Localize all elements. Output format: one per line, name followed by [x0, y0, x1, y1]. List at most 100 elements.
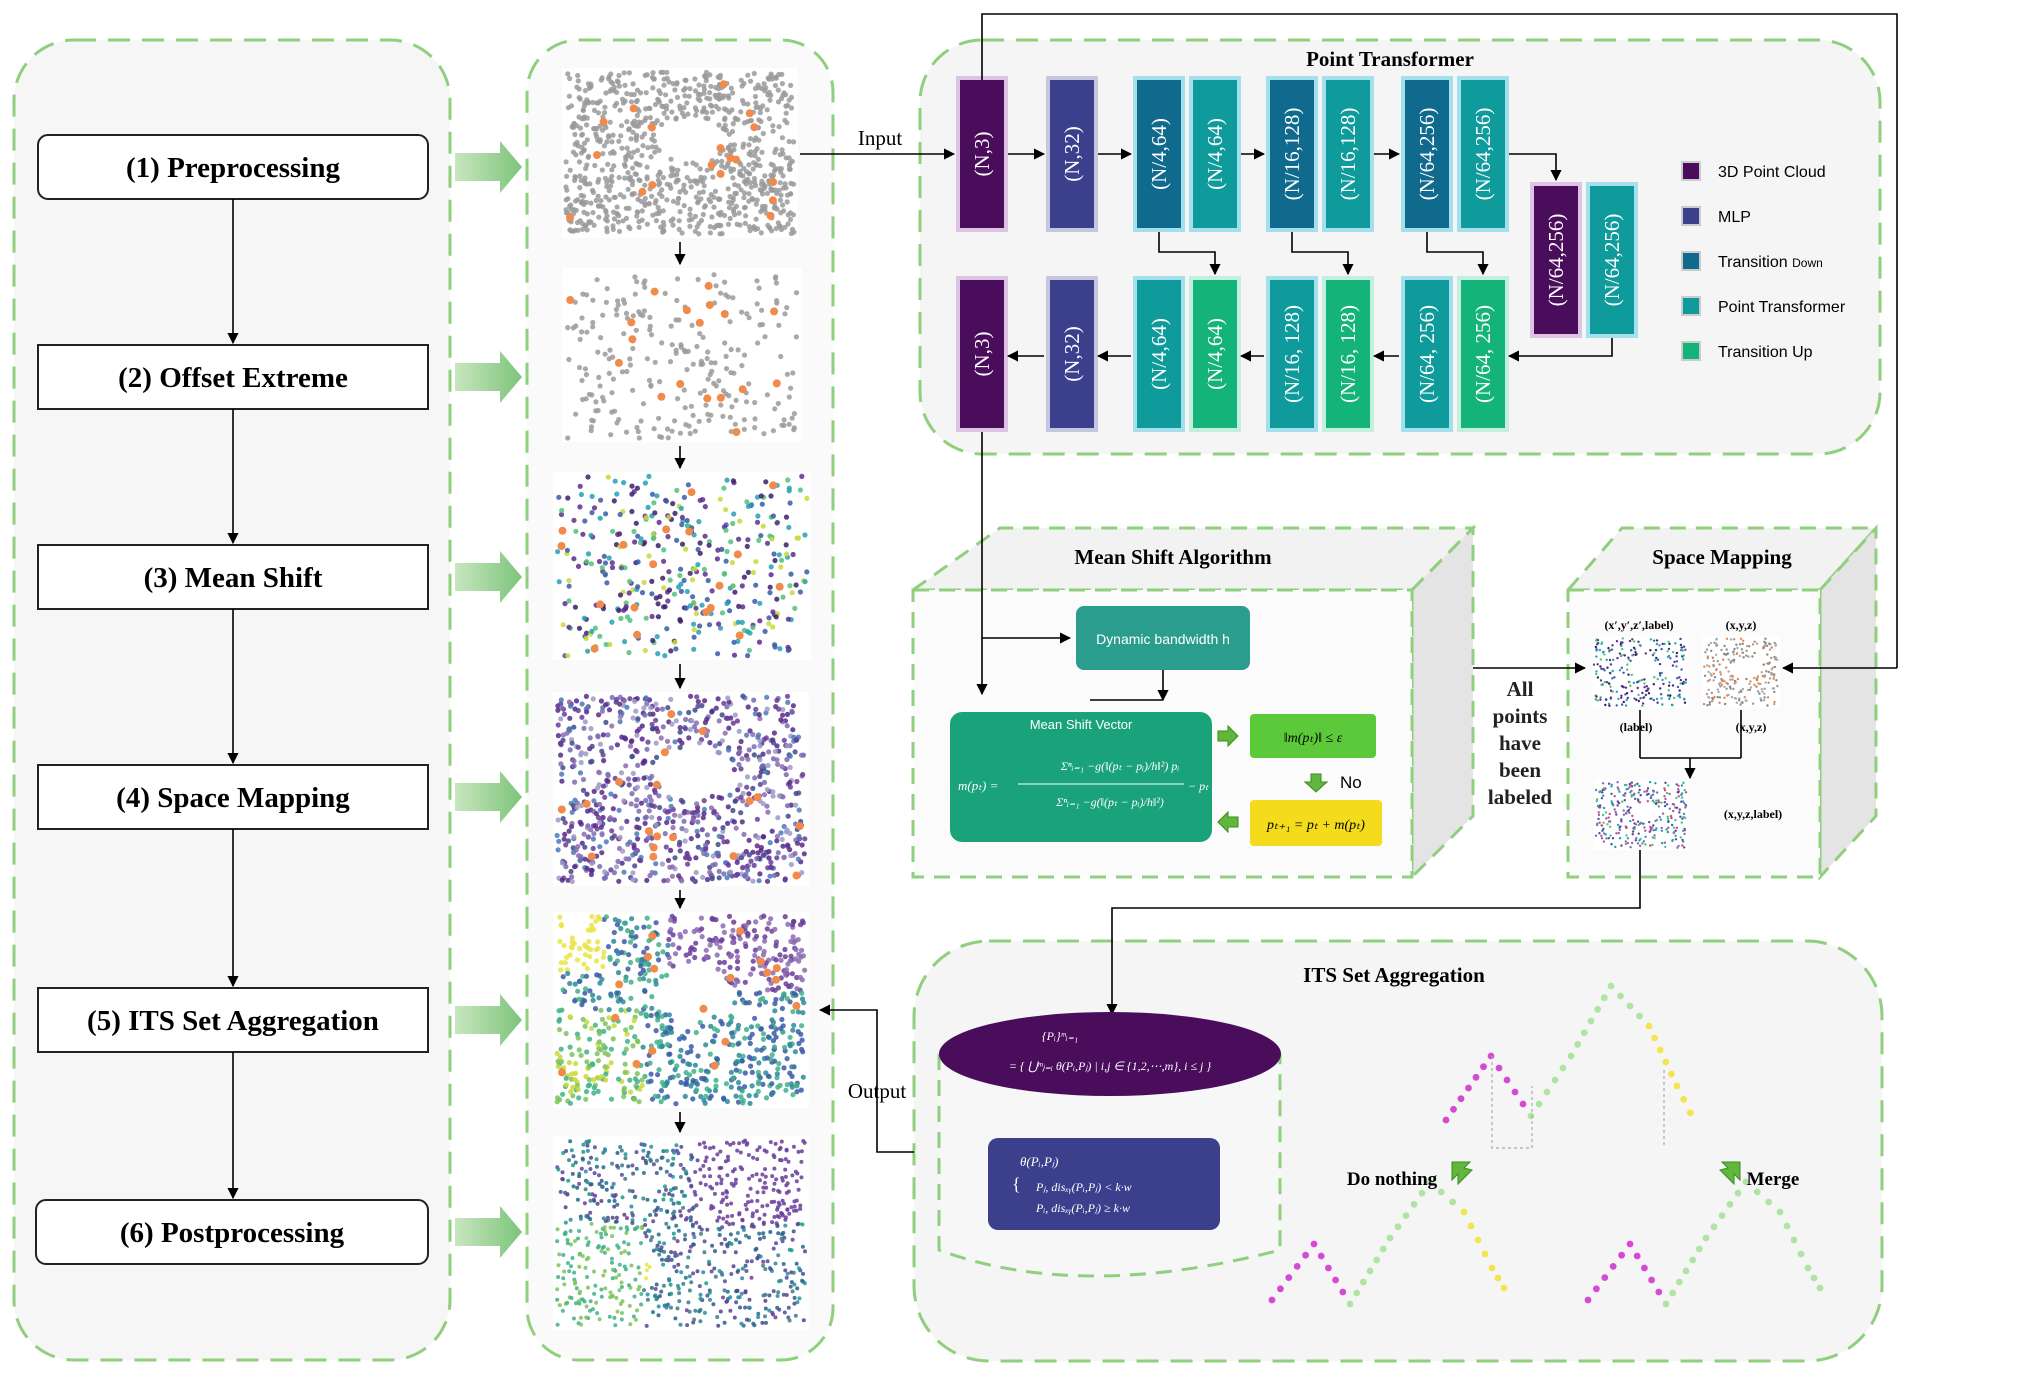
point: [786, 983, 792, 990]
point: [789, 1205, 794, 1210]
preview-image-4: [553, 692, 809, 886]
pt-enc-block-6-label: (N/16,128): [1336, 108, 1360, 201]
point: [610, 1161, 615, 1166]
point: [588, 1210, 593, 1215]
point: [669, 1291, 674, 1296]
point: [569, 939, 575, 945]
point: [744, 732, 750, 738]
point: [1641, 702, 1645, 705]
point: [742, 1035, 748, 1041]
point: [595, 1201, 600, 1206]
point: [772, 1008, 778, 1014]
point: [1637, 832, 1640, 835]
point: [584, 1315, 589, 1320]
point: [611, 870, 618, 876]
point: [756, 117, 762, 123]
point: [1611, 837, 1615, 840]
point: [735, 1231, 740, 1235]
point: [595, 349, 601, 355]
point: [735, 1269, 740, 1274]
point: [702, 571, 708, 577]
point: [792, 1301, 797, 1306]
point: [1707, 643, 1711, 647]
point: [1751, 702, 1755, 705]
point: [1715, 638, 1718, 641]
point: [782, 311, 788, 317]
point: [662, 290, 668, 296]
point: [1703, 674, 1707, 677]
point: [626, 650, 632, 656]
point: [719, 1241, 724, 1246]
extreme-point: [703, 394, 712, 403]
point: [712, 1033, 718, 1039]
point: [752, 775, 758, 781]
point: [667, 577, 673, 583]
point: [699, 703, 705, 709]
point: [625, 1216, 629, 1221]
point: [634, 213, 640, 219]
point: [1615, 704, 1618, 707]
point: [803, 1249, 807, 1254]
point: [1678, 808, 1682, 811]
point: [701, 83, 707, 89]
point: [589, 743, 595, 750]
point: [594, 1230, 599, 1234]
point: [683, 1233, 688, 1237]
point: [1661, 678, 1664, 682]
point: [623, 1156, 628, 1161]
pt-dec-block-4: [1193, 280, 1237, 428]
point: [754, 301, 760, 307]
point: [654, 706, 661, 713]
point: [659, 861, 666, 867]
point: [771, 1312, 775, 1317]
point: [691, 634, 697, 640]
point: [558, 967, 564, 973]
point: [565, 838, 572, 844]
point: [638, 858, 644, 864]
point: [763, 1095, 770, 1101]
point: [695, 1158, 700, 1163]
point: [1665, 803, 1669, 806]
point: [597, 863, 603, 870]
point: [633, 1317, 638, 1322]
point: [768, 1140, 773, 1145]
point: [641, 1156, 645, 1161]
point: [1644, 835, 1647, 838]
extreme-point: [648, 181, 657, 189]
point: [727, 869, 734, 875]
point: [627, 743, 634, 749]
point: [595, 203, 602, 209]
point: [609, 390, 615, 396]
point: [739, 1321, 744, 1326]
point: [1755, 678, 1758, 681]
point: [569, 809, 575, 815]
point: [752, 416, 758, 422]
point: [582, 175, 588, 181]
point: [576, 86, 582, 92]
point: [745, 537, 751, 543]
point: [612, 1225, 616, 1230]
point: [778, 1025, 784, 1032]
point: [1773, 700, 1776, 704]
point: [580, 1156, 585, 1161]
point: [724, 477, 730, 483]
point: [679, 1144, 684, 1149]
point: [1629, 684, 1632, 687]
point: [695, 703, 701, 710]
point: [611, 1181, 616, 1186]
point: [1648, 780, 1652, 784]
point: [608, 1225, 613, 1230]
point: [687, 178, 693, 184]
point: [794, 1179, 799, 1184]
point: [747, 1100, 753, 1106]
point: [674, 1223, 679, 1228]
point: [583, 973, 590, 979]
point: [721, 700, 727, 706]
point: [785, 1181, 790, 1186]
point: [636, 119, 642, 125]
point: [590, 845, 596, 852]
point: [791, 139, 797, 145]
point: [588, 561, 595, 567]
point: [1710, 649, 1713, 653]
point: [614, 1215, 619, 1220]
